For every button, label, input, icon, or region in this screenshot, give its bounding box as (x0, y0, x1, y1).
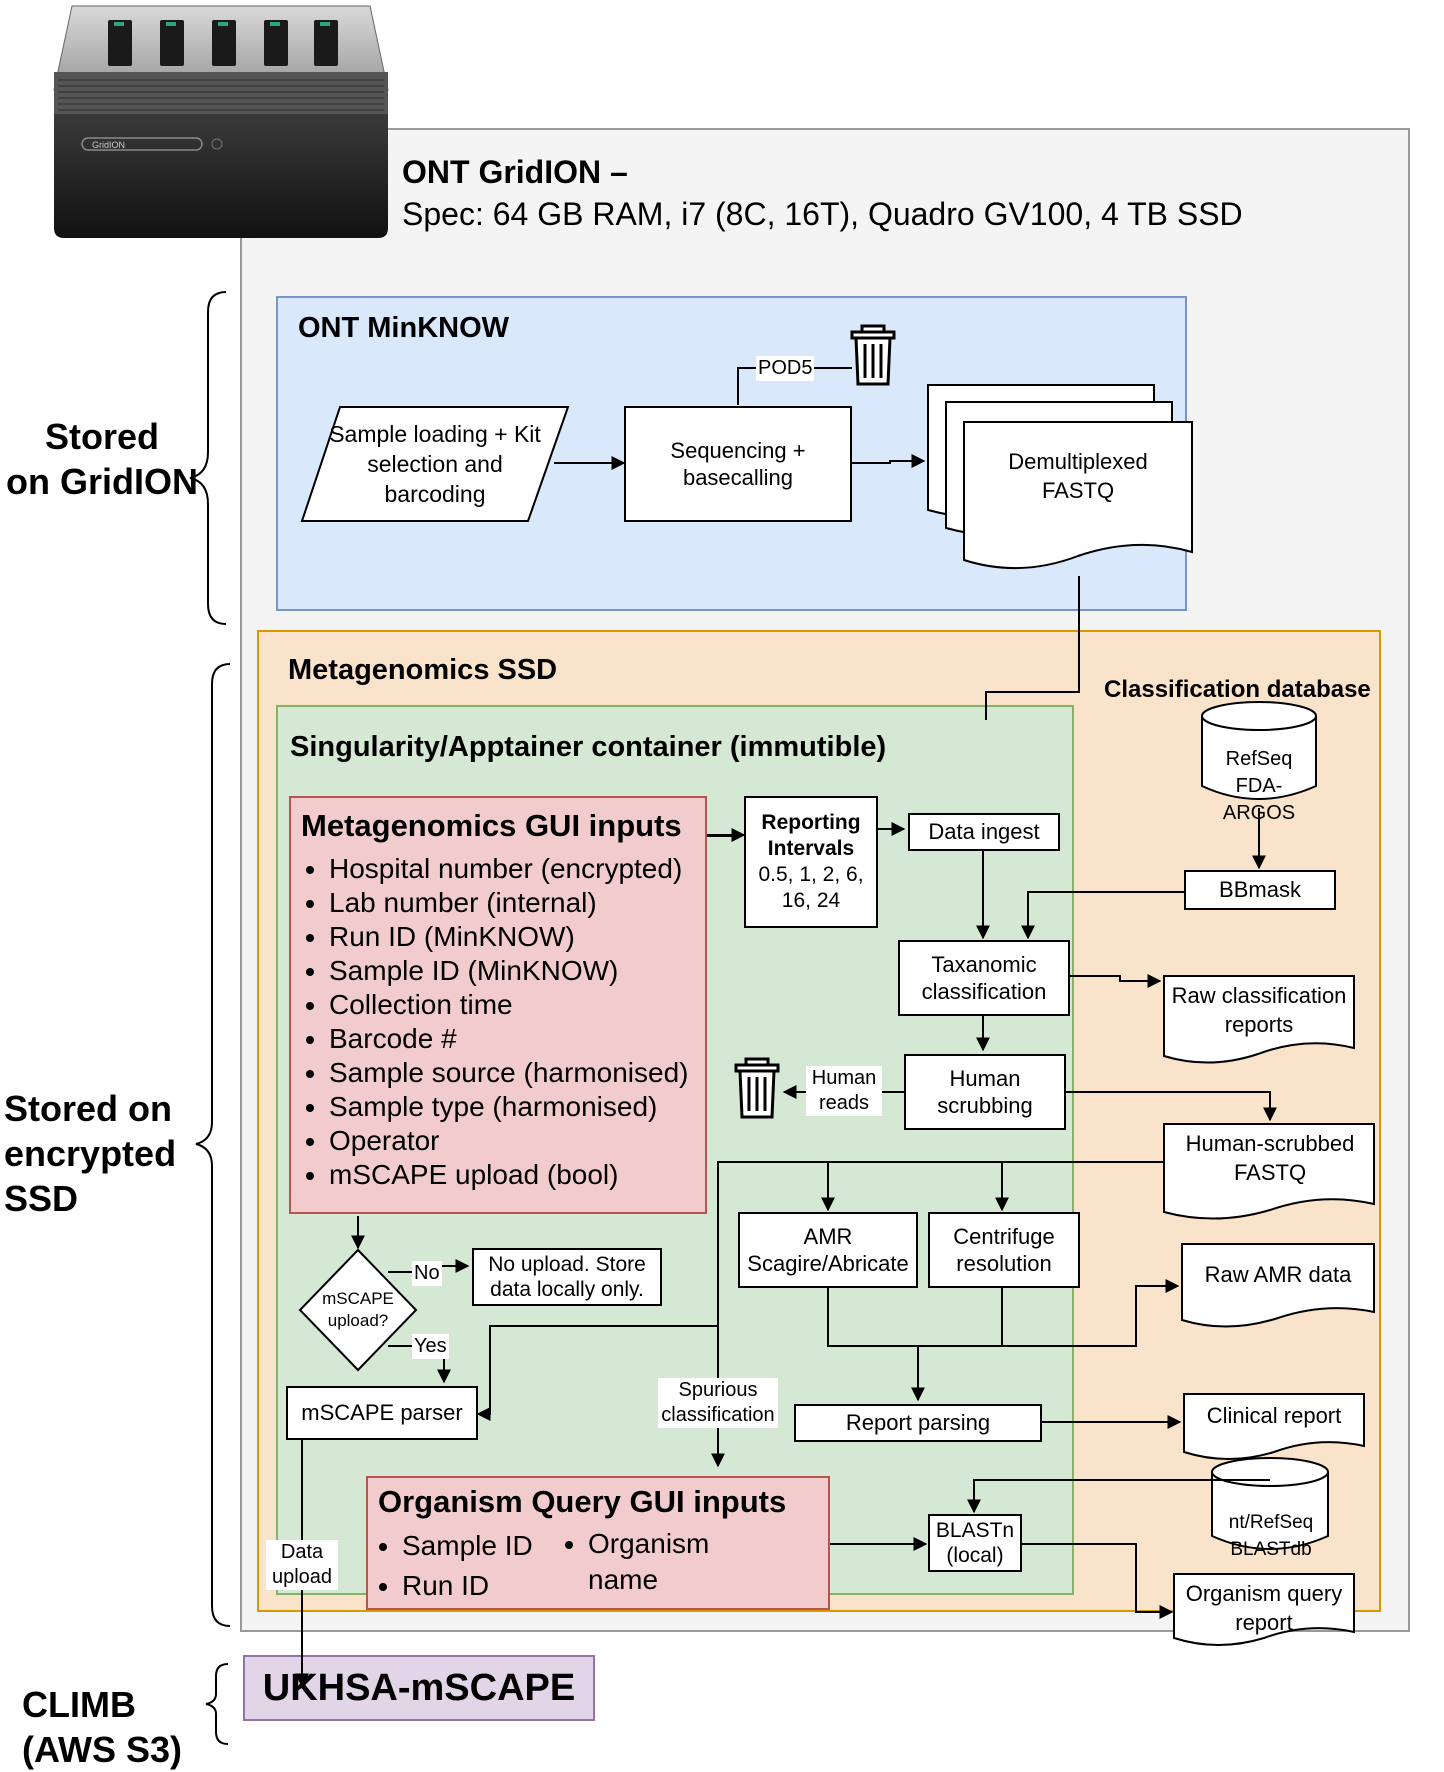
data-upload-label: Data upload (266, 1540, 338, 1590)
clinical-report-label: Clinical report (1206, 1403, 1342, 1428)
classification-db-title: Classification database (1104, 676, 1371, 703)
human-scrubbed-fastq-label: Human-scrubbed FASTQ (1185, 1131, 1355, 1185)
decision-yes-label: Yes (412, 1334, 449, 1359)
spurious-classification-label: Spurious classification (658, 1378, 778, 1428)
mscape-parser-node: mSCAPE parser (286, 1386, 478, 1440)
gui-item: Sample ID (MinKNOW) (329, 954, 697, 988)
human-scrubbing-node: Human scrubbing (904, 1054, 1066, 1130)
taxonomic-classification-node: Taxanomic classification (898, 940, 1070, 1016)
side-label-climb: CLIMB (AWS S3) (22, 1684, 183, 1770)
human-reads-label: Human reads (806, 1066, 882, 1116)
sequencing-node: Sequencing + basecalling (624, 406, 852, 522)
climb-target-box: UKHSA-mSCAPE (243, 1655, 595, 1721)
metagenomics-gui-title: Metagenomics GUI inputs (301, 808, 682, 843)
raw-classification-reports-label: Raw classification reports (1171, 983, 1347, 1037)
organism-query-item: Organism name (588, 1526, 758, 1598)
organism-query-report-label: Organism query report (1185, 1581, 1343, 1635)
gui-item: Lab number (internal) (329, 886, 697, 920)
pod5-label: POD5 (756, 356, 815, 381)
centrifuge-node: Centrifuge resolution (928, 1212, 1080, 1288)
container-title: Singularity/Apptainer container (immutib… (290, 731, 887, 763)
sample-loading-label: Sample loading + Kit selection and barco… (329, 421, 541, 507)
organism-query-list-left: Sample ID Run ID (378, 1526, 562, 1606)
organism-query-list-right: Organism name (562, 1526, 758, 1606)
brace-climb (205, 1663, 229, 1745)
gui-item: Sample type (harmonised) (329, 1090, 697, 1124)
report-parsing-node: Report parsing (794, 1404, 1042, 1442)
gridion-spec: Spec: 64 GB RAM, i7 (8C, 16T), Quadro GV… (402, 196, 1243, 232)
metagenomics-gui-list: Hospital number (encrypted) Lab number (… (301, 852, 697, 1192)
metagenomics-gui-inputs: Metagenomics GUI inputs Hospital number … (289, 796, 707, 1214)
side-label-ssd: Stored on encrypted SSD (4, 1088, 177, 1219)
gui-item: Hospital number (encrypted) (329, 852, 697, 886)
gui-item: Run ID (MinKNOW) (329, 920, 697, 954)
decision-label: mSCAPE upload? (322, 1289, 394, 1331)
reporting-intervals-node: Reporting Intervals 0.5, 1, 2, 6, 16, 24 (744, 796, 878, 928)
refseq-db-label: RefSeq FDA-ARGOS (1222, 748, 1296, 824)
gridion-title: ONT GridION – (402, 154, 628, 190)
organism-query-gui-inputs: Organism Query GUI inputs Sample ID Run … (366, 1476, 830, 1610)
bbmask-node: BBmask (1184, 870, 1336, 910)
decision-no-label: No (412, 1261, 442, 1286)
gridion-device-label: GridION (92, 140, 125, 150)
gui-item: mSCAPE upload (bool) (329, 1158, 697, 1192)
gui-item: Collection time (329, 988, 697, 1022)
raw-amr-label: Raw AMR data (1204, 1262, 1352, 1287)
blastn-node: BLASTn (local) (928, 1514, 1022, 1572)
no-upload-node: No upload. Store data locally only. (472, 1248, 662, 1306)
brace-ssd (195, 663, 231, 1627)
ssd-title: Metagenomics SSD (288, 654, 558, 686)
amr-node: AMR Scagire/Abricate (738, 1212, 918, 1288)
organism-query-item: Sample ID (402, 1526, 562, 1566)
gui-item: Sample source (harmonised) (329, 1056, 697, 1090)
organism-query-item: Run ID (402, 1566, 562, 1606)
gridion-device-icon: GridION (53, 5, 389, 238)
gui-item: Operator (329, 1124, 697, 1158)
nt-blastdb-label: nt/RefSeq BLASTdb (1228, 1512, 1314, 1560)
minknow-title: ONT MinKNOW (298, 312, 510, 344)
data-ingest-node: Data ingest (908, 813, 1060, 851)
gui-item: Barcode # (329, 1022, 697, 1056)
organism-query-title: Organism Query GUI inputs (378, 1484, 787, 1519)
climb-target-label: UKHSA-mSCAPE (262, 1666, 576, 1709)
demux-fastq-label: Demultiplexed FASTQ (1008, 449, 1148, 503)
side-label-gridion: Stored on GridION (6, 416, 198, 502)
